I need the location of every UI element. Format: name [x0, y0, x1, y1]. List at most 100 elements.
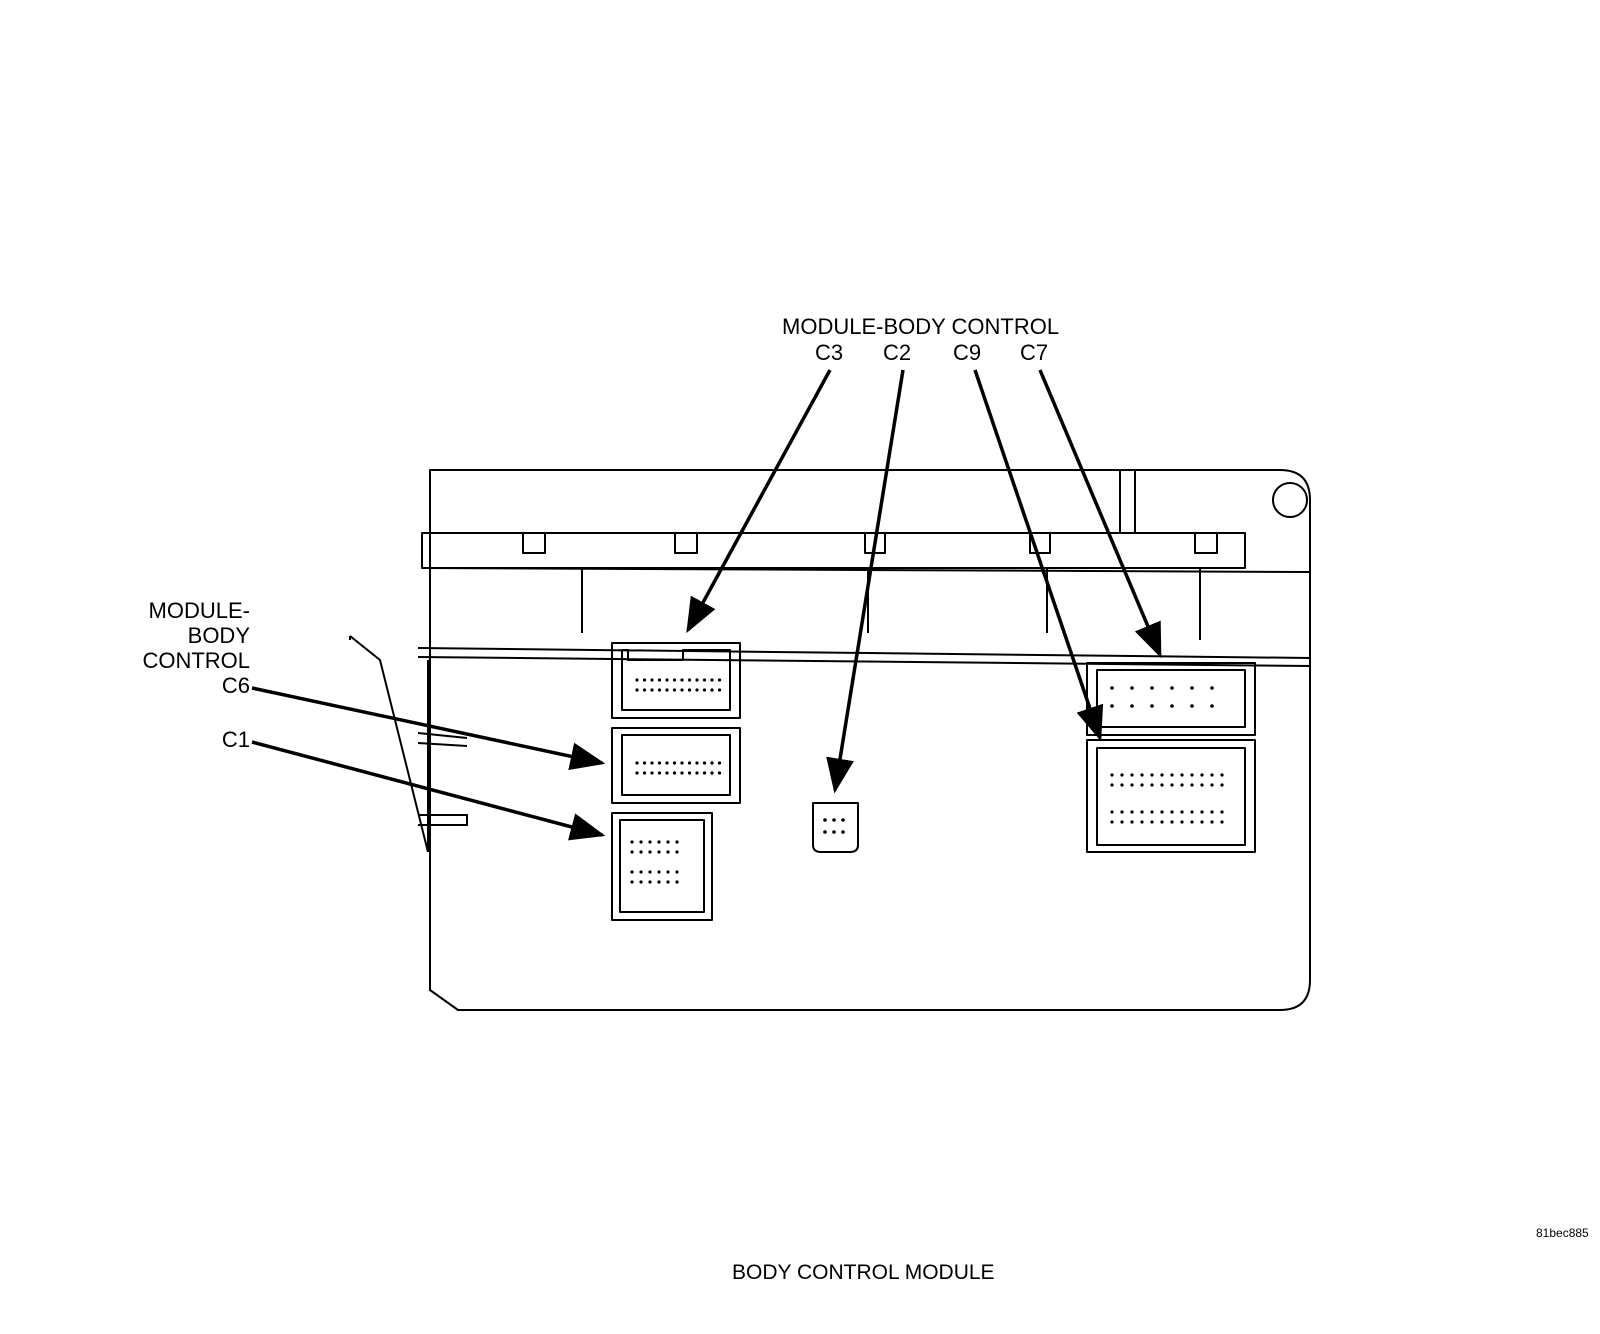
connector-c1-pin — [675, 850, 679, 854]
connector-c7-pin — [1150, 704, 1154, 708]
connector-c3-pin — [680, 678, 684, 682]
connector-c7-pin — [1170, 704, 1174, 708]
connector-c1-pin — [675, 870, 679, 874]
connector-c9-pin — [1220, 783, 1224, 787]
connector-c6-pin — [717, 761, 722, 765]
arrow-c7 — [1038, 369, 1162, 659]
connector-c3-pin — [642, 678, 647, 682]
connector-c9-pin — [1210, 810, 1214, 814]
header-ridge — [421, 532, 1246, 569]
connector-c9-pin — [1160, 820, 1164, 824]
connector-c9-pin — [1110, 773, 1114, 777]
connector-c9-pin — [1110, 783, 1114, 787]
connector-c1-pin — [648, 880, 652, 884]
connector-c6-pin — [695, 771, 699, 775]
connector-c1-pin — [630, 850, 634, 854]
face-top-edge — [417, 647, 1311, 659]
connector-c2-pin — [841, 818, 845, 822]
connector-c9-pin — [1140, 773, 1144, 777]
connector-c2-pin — [823, 818, 827, 822]
connector-c1-pin — [639, 870, 643, 874]
left-callout-line-1: MODULE- — [148, 598, 250, 623]
arrow-c1 — [251, 740, 606, 841]
connector-c1-pin — [675, 880, 679, 884]
connector-c9-pin — [1120, 810, 1124, 814]
connector-c3-pin — [717, 678, 722, 682]
connector-c9-pin — [1130, 783, 1134, 787]
connector-c3-pin — [680, 688, 684, 692]
left-callout-line-3: CONTROL — [142, 648, 250, 673]
arrow-c9 — [973, 369, 1104, 742]
connector-c6-pin — [650, 761, 654, 765]
connector-c6-pin — [657, 761, 662, 765]
connector-c6-pin — [717, 771, 722, 775]
connector-c6-pin — [710, 761, 714, 765]
connector-c9-pin — [1180, 810, 1184, 814]
connector-c6-pin — [710, 771, 714, 775]
connector-c3-pin — [672, 678, 677, 682]
connector-c9-pin — [1190, 783, 1194, 787]
connector-c9-pin — [1200, 820, 1204, 824]
connector-c2 — [812, 802, 859, 853]
connector-c9-pin — [1140, 783, 1144, 787]
connector-c7-pin — [1150, 686, 1154, 690]
connector-c9-pin — [1210, 773, 1214, 777]
connector-c1-pin — [657, 850, 661, 854]
connector-c7-pin — [1210, 704, 1214, 708]
connector-c6 — [611, 727, 741, 804]
connector-c1-pin — [639, 840, 643, 844]
connector-c9-pin — [1110, 810, 1114, 814]
connector-c9-pin — [1190, 810, 1194, 814]
connector-c9-pin — [1130, 820, 1134, 824]
connector-c9-pin — [1110, 820, 1114, 824]
connector-c2-pin — [823, 830, 827, 834]
connector-c9-pin — [1180, 783, 1184, 787]
connector-c9-pin — [1130, 810, 1134, 814]
label-c1: C1 — [221, 727, 250, 752]
mounting-hole — [1272, 482, 1308, 518]
connector-c9-pin — [1150, 773, 1154, 777]
connector-c9-pin — [1150, 783, 1154, 787]
connector-c9-pin — [1140, 820, 1144, 824]
connector-c2-pin — [832, 818, 836, 822]
connector-c6-pin — [687, 771, 692, 775]
arrow-c2 — [826, 369, 905, 794]
connector-c6-pin — [672, 761, 677, 765]
side-clip-1 — [417, 732, 468, 747]
connector-c1-pin — [648, 870, 652, 874]
connector-c3-pin — [695, 688, 699, 692]
connector-c9-pin — [1200, 810, 1204, 814]
figure-caption: BODY CONTROL MODULE — [732, 1261, 995, 1284]
connector-c3-pin — [635, 678, 639, 682]
connector-c1-pin — [666, 850, 670, 854]
connector-c3-pin — [650, 688, 654, 692]
latch-2 — [674, 533, 698, 554]
connector-c3-pin — [642, 688, 647, 692]
connector-c9-pin — [1150, 810, 1154, 814]
connector-c3-pin — [687, 688, 692, 692]
connector-c9-pin — [1170, 783, 1174, 787]
connector-c3-pin — [702, 688, 707, 692]
connector-c9-pin — [1160, 810, 1164, 814]
connector-c3-pin — [687, 678, 692, 682]
connector-c9-pin — [1220, 773, 1224, 777]
latch-4 — [1029, 533, 1051, 554]
connector-c9-pin — [1220, 820, 1224, 824]
connector-c6-pin — [635, 761, 639, 765]
connector-c1 — [611, 812, 713, 921]
connector-c3-pin — [710, 688, 714, 692]
connector-c1-pin — [666, 880, 670, 884]
connector-c1-pin — [648, 850, 652, 854]
connector-c7-pin — [1170, 686, 1174, 690]
connector-c7 — [1086, 662, 1256, 736]
connector-c6-pin — [665, 771, 669, 775]
connector-c7-pin — [1210, 686, 1214, 690]
connector-c3-pin — [672, 688, 677, 692]
module-housing — [429, 469, 1311, 1011]
connector-c9-pin — [1120, 820, 1124, 824]
connector-c7-pin — [1190, 704, 1194, 708]
arrow-c6 — [251, 686, 606, 771]
connector-c3-pin — [665, 688, 669, 692]
label-c6: C6 — [221, 673, 250, 698]
